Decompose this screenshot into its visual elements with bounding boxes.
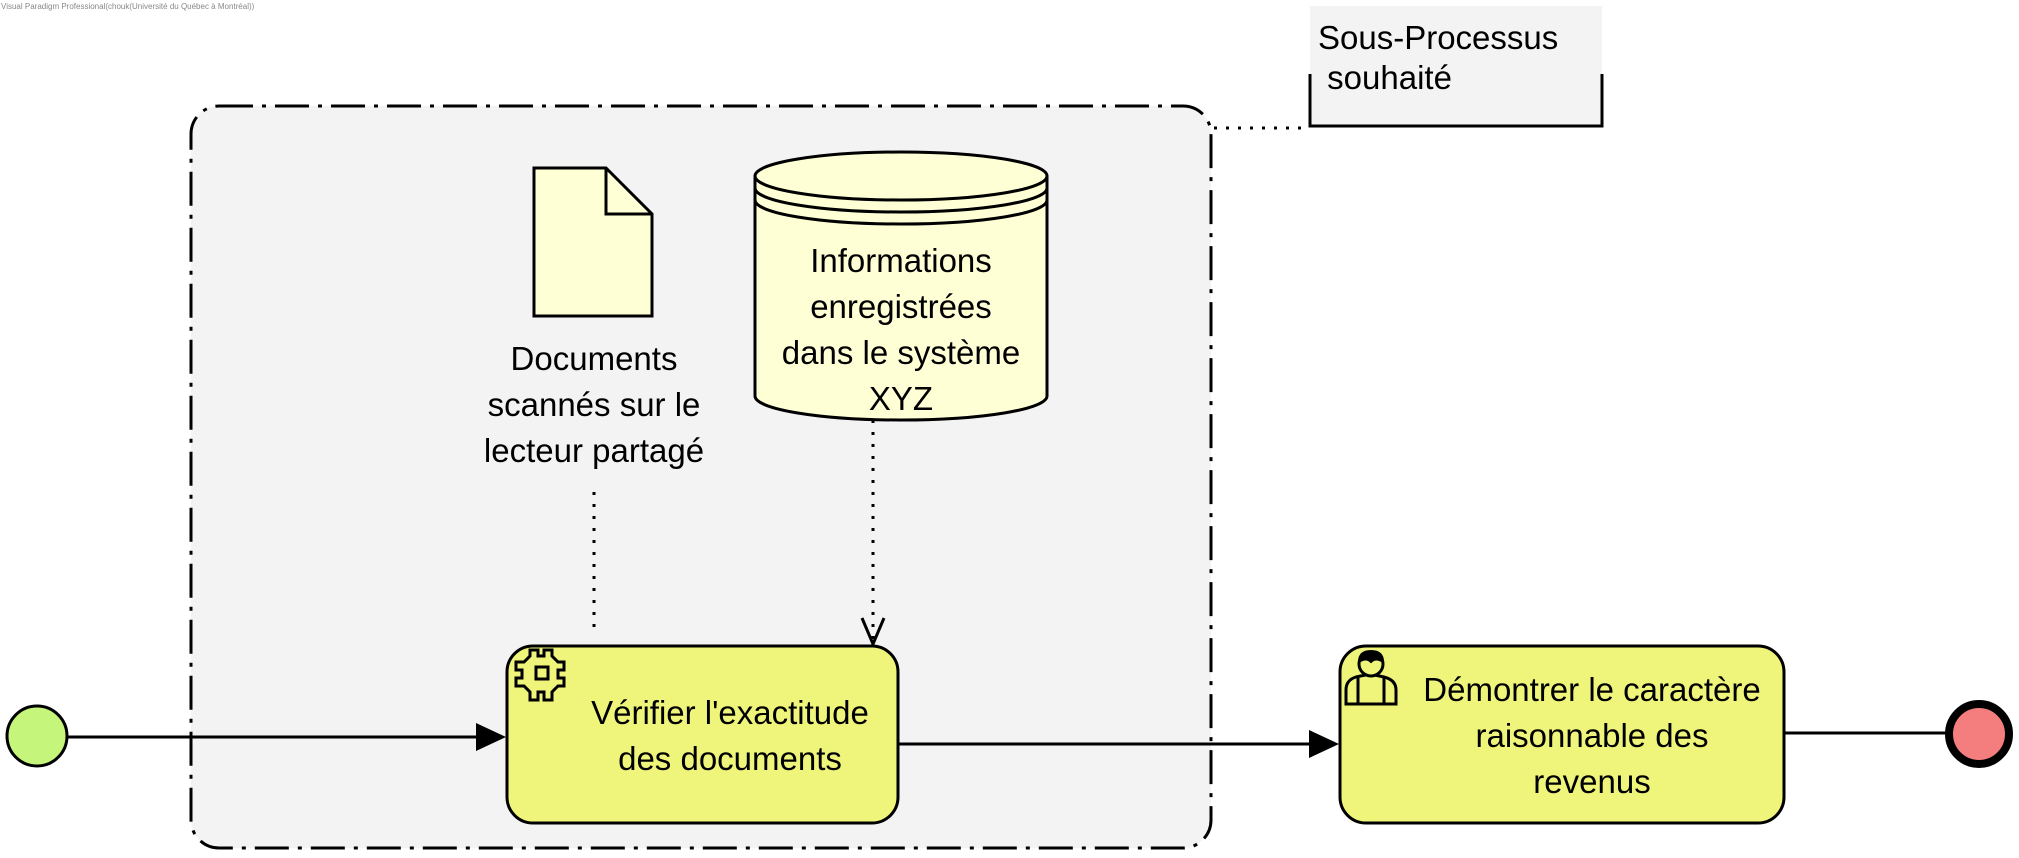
start-event[interactable] [5, 704, 69, 768]
user-icon [1344, 649, 1398, 706]
data-store-cylinder-icon[interactable] [753, 150, 1049, 422]
end-event[interactable] [1945, 700, 2013, 768]
document-fold [604, 168, 652, 216]
data-store-label: Informations enregistrées dans le systèm… [781, 242, 1021, 417]
task-verify-documents[interactable] [505, 644, 900, 825]
group-annotation-label: Sous-Processus souhaité [1318, 19, 1559, 96]
flow-start-to-verify-arrowhead [476, 723, 506, 751]
data-object-document-icon[interactable] [532, 166, 654, 318]
service-gear-icon [514, 648, 566, 702]
group-annotation[interactable] [1308, 6, 1604, 128]
task-demonstrate-revenues[interactable] [1338, 644, 1786, 825]
task-demonstrate-label: Démontrer le caractère raisonnable des r… [1423, 671, 1761, 800]
data-store-association-arrowhead [860, 617, 886, 648]
data-object-label: Documents scannés sur le lecteur partagé [483, 340, 705, 469]
watermark-text: Visual Paradigm Professional(chouk(Unive… [1, 2, 255, 11]
task-verify-label: Vérifier l'exactitude des documents [591, 694, 869, 777]
flow-verify-to-demonstrate-arrowhead [1309, 730, 1339, 758]
